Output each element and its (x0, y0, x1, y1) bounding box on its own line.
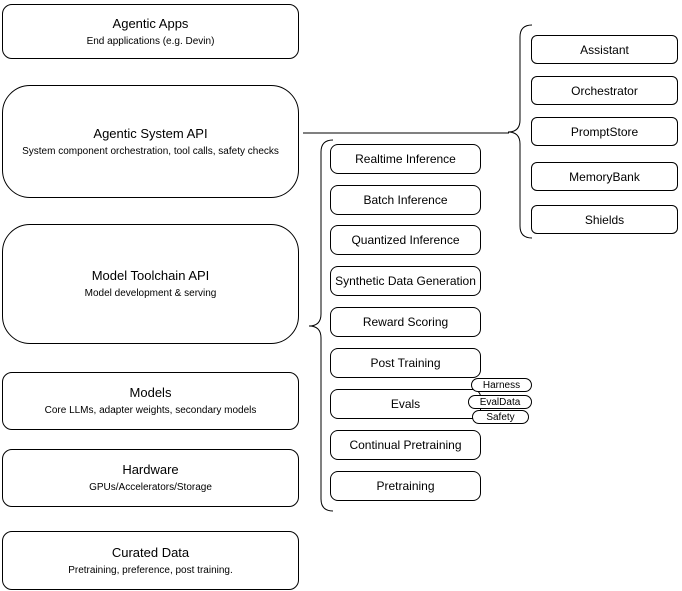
tag-evaldata: EvalData (468, 395, 532, 409)
system-group-brace (507, 24, 533, 239)
node-realtime-inference: Realtime Inference (330, 144, 481, 174)
tag-label: Safety (486, 411, 515, 423)
node-synthetic-data-generation: Synthetic Data Generation (330, 266, 481, 296)
node-label: Pretraining (376, 479, 435, 493)
node-title: Model Toolchain API (91, 268, 210, 283)
node-promptstore: PromptStore (531, 117, 678, 146)
node-subtitle: Core LLMs, adapter weights, secondary mo… (44, 405, 257, 416)
node-post-training: Post Training (330, 348, 481, 378)
node-title: Curated Data (111, 544, 190, 560)
node-models: Models Core LLMs, adapter weights, secon… (2, 372, 299, 430)
node-title: Agentic System API (93, 125, 208, 141)
node-agentic-apps: Agentic Apps End applications (e.g. Devi… (2, 4, 299, 59)
node-subtitle: Pretraining, preference, post training. (68, 564, 233, 576)
node-title: Agentic Apps (112, 15, 189, 31)
tag-label: EvalData (479, 396, 521, 408)
node-hardware: Hardware GPUs/Accelerators/Storage (2, 449, 299, 507)
node-label: Post Training (370, 356, 441, 370)
node-label: Synthetic Data Generation (335, 274, 476, 288)
node-label: Orchestrator (571, 83, 638, 98)
node-subtitle: End applications (e.g. Devin) (86, 35, 215, 47)
node-evals: Evals (330, 389, 481, 419)
node-subtitle: GPUs/Accelerators/Storage (89, 482, 212, 493)
node-subtitle: System component orchestration, tool cal… (22, 145, 279, 157)
node-label: Reward Scoring (362, 315, 449, 329)
node-title: Hardware (122, 462, 179, 477)
node-label: Assistant (580, 42, 629, 57)
node-model-toolchain-api: Model Toolchain API Model development & … (2, 224, 299, 344)
node-title: Models (129, 385, 172, 400)
node-continual-pretraining: Continual Pretraining (330, 430, 481, 460)
tag-safety: Safety (472, 410, 529, 424)
node-label: MemoryBank (569, 169, 640, 184)
node-label: Quantized Inference (351, 233, 460, 247)
node-label: Continual Pretraining (349, 438, 462, 452)
node-subtitle: Model development & serving (84, 288, 217, 299)
node-orchestrator: Orchestrator (531, 76, 678, 105)
node-pretraining: Pretraining (330, 471, 481, 501)
node-label: Evals (390, 397, 421, 411)
node-assistant: Assistant (531, 35, 678, 64)
node-batch-inference: Batch Inference (330, 185, 481, 215)
node-shields: Shields (531, 205, 678, 234)
node-label: Batch Inference (363, 193, 448, 207)
node-agentic-system-api: Agentic System API System component orch… (2, 85, 299, 198)
node-label: Shields (584, 212, 625, 227)
node-curated-data: Curated Data Pretraining, preference, po… (2, 531, 299, 590)
node-label: PromptStore (570, 124, 639, 139)
tag-harness: Harness (471, 378, 532, 392)
node-quantized-inference: Quantized Inference (330, 225, 481, 255)
node-reward-scoring: Reward Scoring (330, 307, 481, 337)
node-label: Realtime Inference (355, 152, 456, 166)
node-memorybank: MemoryBank (531, 162, 678, 191)
tag-label: Harness (482, 379, 521, 391)
